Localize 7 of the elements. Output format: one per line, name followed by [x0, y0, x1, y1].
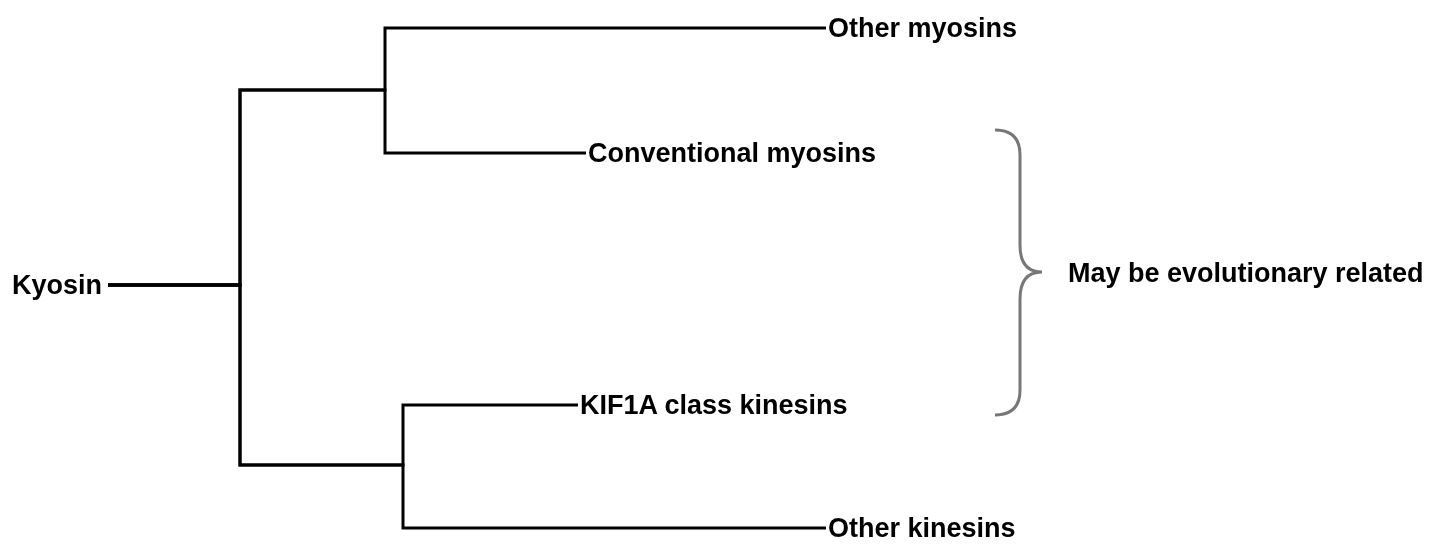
taxon-label: Other myosins — [828, 12, 1018, 44]
taxon-label: Conventional myosins — [588, 137, 877, 169]
taxon-label: KIF1A class kinesins — [580, 389, 848, 421]
note-text: May be evolutionary related — [1068, 257, 1425, 290]
taxon-label: Other kinesins — [828, 512, 1016, 544]
taxon-label: Kyosin — [12, 269, 103, 301]
tree-branch — [108, 283, 826, 530]
